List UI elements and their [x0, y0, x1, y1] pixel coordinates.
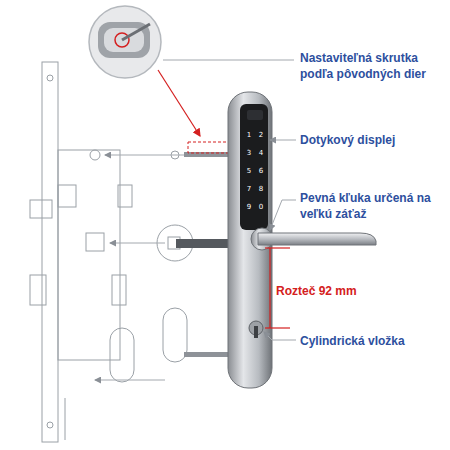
keypad-digit: 8: [257, 186, 265, 193]
callout-label: Dotykový displej: [300, 132, 446, 148]
keypad-digit: 6: [257, 168, 265, 175]
keypad-digit: 7: [245, 186, 253, 193]
callout-label: Nastaviteľná skrutka podľa pôvodných die…: [300, 50, 446, 82]
dimension-label: Rozteč 92 mm: [276, 283, 396, 299]
keypad-digit: 3: [245, 150, 253, 157]
callout-label: Pevná kľuka určená na veľkú záťaž: [300, 190, 446, 222]
keypad-digit: 5: [245, 168, 253, 175]
keypad-digit: 0: [257, 204, 265, 211]
keypad-digit: 2: [257, 132, 265, 139]
keypad-digit: 1: [245, 132, 253, 139]
callout-label: Cylindrická vložka: [300, 333, 446, 349]
keypad-digit: 9: [245, 204, 253, 211]
keypad-digit: 4: [257, 150, 265, 157]
